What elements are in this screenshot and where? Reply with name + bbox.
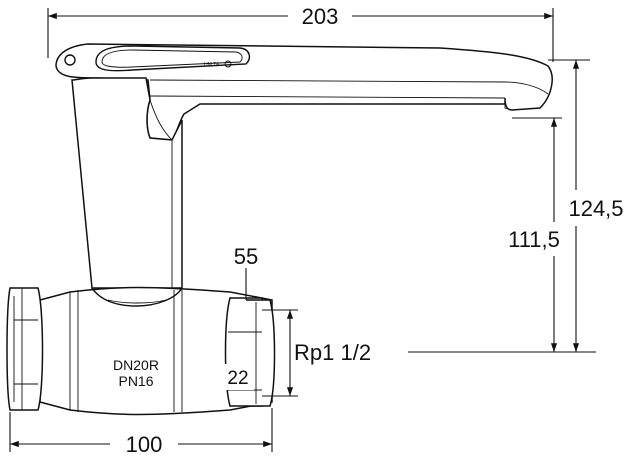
height-lower-label: 111,5	[508, 227, 560, 252]
dimension-body-length	[9, 408, 273, 452]
dimension-height-lower	[512, 117, 562, 352]
body-length-label: 100	[126, 432, 163, 457]
hex-nut-label: 55	[234, 244, 258, 269]
overall-width-label: 203	[302, 4, 339, 29]
dimension-overall-width	[47, 8, 554, 62]
dimension-height-upper	[548, 59, 590, 352]
valve-body	[6, 286, 276, 416]
dimension-thread	[262, 309, 298, 397]
logo-mark-icon	[224, 60, 232, 68]
hex-end-label: 22	[227, 368, 248, 389]
height-upper-label: 124,5	[568, 196, 623, 221]
hanging-hole-icon	[64, 54, 76, 66]
valve-stem	[71, 77, 183, 289]
hex-end-label-bg	[222, 364, 254, 390]
pressure-marking: PN16	[118, 373, 153, 389]
handle-text: НМ ТА	[204, 62, 220, 68]
thread-label: Rp1 1/2	[294, 340, 371, 365]
nominal-size-marking: DN20R	[113, 357, 159, 373]
